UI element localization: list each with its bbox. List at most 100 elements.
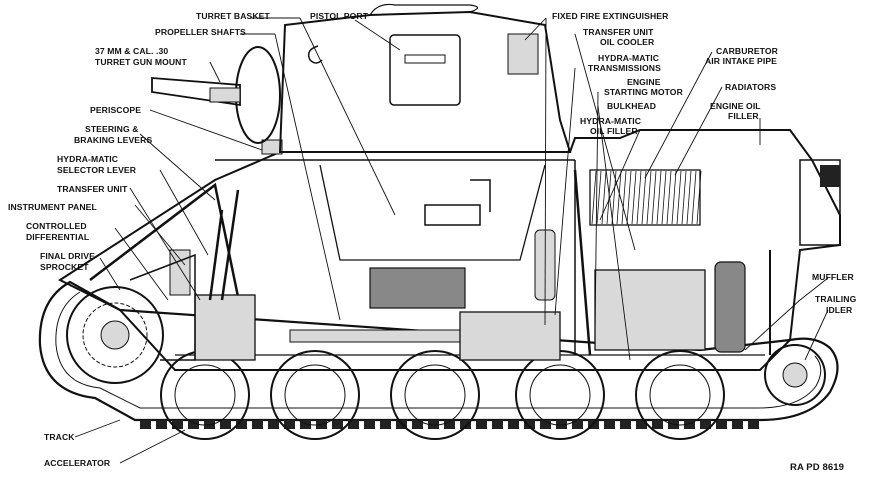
radiator-fin (636, 170, 642, 225)
label-controlled-differential-1: CONTROLLED (26, 221, 87, 231)
radiator-fin (651, 170, 657, 225)
label-steering-braking-2: BRAKING LEVERS (74, 135, 152, 145)
label-transfer-unit: TRANSFER UNIT (57, 184, 128, 194)
label-turret-basket: TURRET BASKET (196, 11, 271, 21)
label-engine-starting-motor-1: ENGINE (627, 77, 661, 87)
labels: TURRET BASKET PISTOL PORT FIXED FIRE EXT… (8, 11, 857, 473)
road-wheel-2 (270, 350, 360, 440)
track-inner-line (55, 291, 822, 409)
leader-lines (74, 17, 829, 464)
label-engine-starting-motor-2: STARTING MOTOR (604, 87, 684, 97)
label-instrument-panel: INSTRUMENT PANEL (8, 202, 97, 212)
label-transfer-unit-oil-cooler-2: OIL COOLER (600, 37, 655, 47)
track-shoe (700, 420, 711, 429)
road-wheel-5 (635, 350, 725, 440)
track-shoe (380, 420, 391, 429)
transmission-housing (459, 311, 561, 361)
track-outline (38, 280, 839, 422)
radiator-fin (696, 170, 702, 225)
radiator-fin (691, 170, 697, 225)
track-shoe (140, 420, 151, 429)
trailing-idler (764, 344, 826, 406)
track-shoe (220, 420, 231, 429)
track-shoe (748, 420, 759, 429)
track-shoe (716, 420, 727, 429)
track-shoe (268, 420, 279, 429)
track-shoe (188, 420, 199, 429)
track-shoe (636, 420, 647, 429)
radiator-fin (641, 170, 647, 225)
road-wheel-5-hub (649, 364, 711, 426)
label-trailing-idler-1: TRAILING (815, 294, 857, 304)
radiator-fin (671, 170, 677, 225)
track-shoe (252, 420, 263, 429)
radiator-fin (616, 170, 622, 225)
label-gun-mount-2: TURRET GUN MOUNT (95, 57, 187, 67)
road-wheel-1-hub (174, 364, 236, 426)
radiator-fin (681, 170, 687, 225)
track-shoe (300, 420, 311, 429)
track-shoe (476, 420, 487, 429)
label-hydra-matic-transmissions-1: HYDRA-MATIC (598, 53, 659, 63)
track-shoe (348, 420, 359, 429)
track-shoe (172, 420, 183, 429)
label-gun-mount-1: 37 MM & CAL. .30 (95, 46, 168, 56)
label-controlled-differential-2: DIFFERENTIAL (26, 232, 89, 242)
label-fixed-fire-extinguisher: FIXED FIRE EXTINGUISHER (552, 11, 669, 21)
label-hydra-matic-oil-filler-2: OIL FILLER (590, 126, 638, 136)
label-radiators: RADIATORS (725, 82, 776, 92)
turret-outline (278, 10, 572, 153)
label-selector-lever-1: HYDRA-MATIC (57, 154, 118, 164)
radiator-fin (626, 170, 632, 225)
radiator-fin (596, 170, 602, 225)
engine-block (594, 269, 706, 351)
track-shoe (508, 420, 519, 429)
label-hydra-matic-transmissions-2: TRANSMISSIONS (588, 63, 661, 73)
label-engine-oil-filler-1: ENGINE OIL (710, 101, 761, 111)
road-wheel-3-hub (404, 364, 466, 426)
track-shoe (156, 420, 167, 429)
road-wheels (160, 350, 725, 440)
track-shoe (332, 420, 343, 429)
radiator-fin (601, 170, 607, 225)
track-shoe (540, 420, 551, 429)
track-shoe (460, 420, 471, 429)
radiator-fin (661, 170, 667, 225)
label-transfer-unit-oil-cooler-1: TRANSFER UNIT (583, 27, 654, 37)
radiator-fin (646, 170, 652, 225)
label-bulkhead: BULKHEAD (607, 101, 656, 111)
track-shoe (732, 420, 743, 429)
differential-housing (194, 294, 256, 361)
transfer-case (369, 267, 466, 309)
track-shoe (444, 420, 455, 429)
radiator-fin (656, 170, 662, 225)
track-shoe (364, 420, 375, 429)
track-shoe (236, 420, 247, 429)
radiator-fin (621, 170, 627, 225)
drive-sprocket (66, 286, 164, 384)
muffler-body (714, 261, 746, 353)
track-shoe (572, 420, 583, 429)
label-steering-braking-1: STEERING & (85, 124, 139, 134)
radiator-fin (591, 170, 597, 225)
label-hydra-matic-oil-filler-1: HYDRA-MATIC (580, 116, 641, 126)
track-shoe (284, 420, 295, 429)
track-shoe (620, 420, 631, 429)
label-final-drive-sprocket-1: FINAL DRIVE (40, 251, 95, 261)
road-wheel-4-hub (529, 364, 591, 426)
radiator-fin (686, 170, 692, 225)
radiator-fin (666, 170, 672, 225)
label-engine-oil-filler-2: FILLER (728, 111, 759, 121)
gun-mantlet (235, 46, 281, 144)
radiator-fin (676, 170, 682, 225)
figure-code: RA PD 8619 (790, 462, 844, 473)
drivetrain (129, 169, 746, 361)
turret-basket-cage (319, 164, 546, 261)
track-shoe (412, 420, 423, 429)
label-periscope: PERISCOPE (90, 105, 141, 115)
turret (151, 3, 572, 261)
propeller-shaft (289, 329, 461, 343)
road-wheel-2-hub (284, 364, 346, 426)
